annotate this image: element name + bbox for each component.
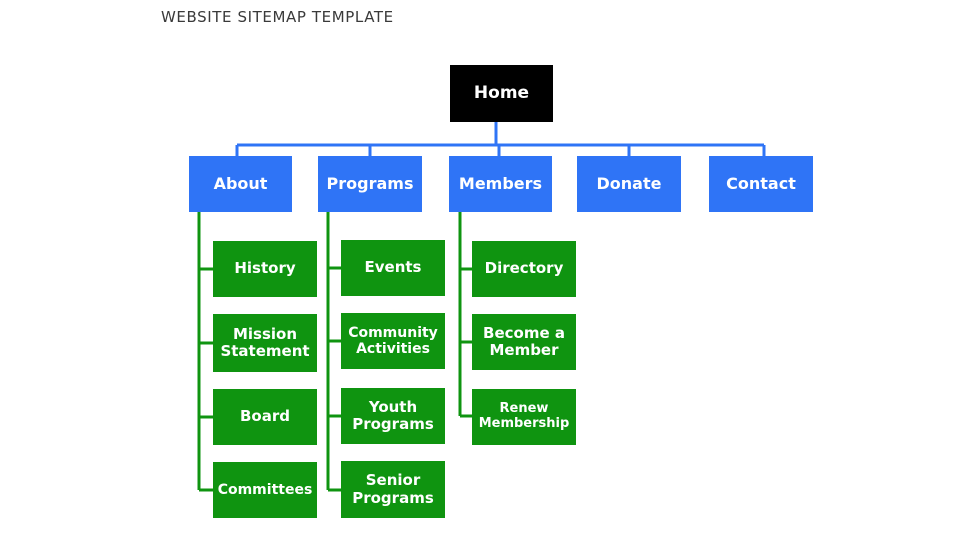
node-contact-label: Contact <box>726 173 796 193</box>
node-renew-membership-label: Renew Membership <box>478 401 570 431</box>
node-history-label: History <box>234 259 296 278</box>
node-board-label: Board <box>240 407 290 426</box>
node-committees-label: Committees <box>217 481 313 498</box>
about-connectors <box>197 212 214 492</box>
node-senior-programs-label: Senior Programs <box>352 471 434 507</box>
node-community-activities[interactable]: Community Activities <box>341 313 445 369</box>
node-become-a-member[interactable]: Become a Member <box>472 314 576 370</box>
node-home[interactable]: Home <box>450 65 553 122</box>
node-donate[interactable]: Donate <box>577 156 681 212</box>
node-about[interactable]: About <box>189 156 292 212</box>
node-about-label: About <box>213 173 268 193</box>
node-youth-programs[interactable]: Youth Programs <box>341 388 445 444</box>
node-mission-statement-label: Mission Statement <box>220 324 310 360</box>
programs-connectors <box>326 212 342 492</box>
node-home-label: Home <box>473 82 530 103</box>
node-members[interactable]: Members <box>449 156 552 212</box>
node-committees[interactable]: Committees <box>213 462 317 518</box>
node-renew-membership[interactable]: Renew Membership <box>472 389 576 445</box>
node-programs[interactable]: Programs <box>318 156 422 212</box>
node-directory-label: Directory <box>484 259 564 278</box>
node-mission-statement[interactable]: Mission Statement <box>213 314 317 372</box>
node-youth-programs-label: Youth Programs <box>352 397 434 433</box>
node-contact[interactable]: Contact <box>709 156 813 212</box>
page-title: WEBSITE SITEMAP TEMPLATE <box>161 8 394 26</box>
members-connectors <box>458 212 473 418</box>
node-board[interactable]: Board <box>213 389 317 445</box>
node-community-activities-label: Community Activities <box>348 324 438 357</box>
node-events-label: Events <box>364 258 422 277</box>
node-become-a-member-label: Become a Member <box>483 323 565 359</box>
node-history[interactable]: History <box>213 241 317 297</box>
node-events[interactable]: Events <box>341 240 445 296</box>
node-members-label: Members <box>458 173 543 193</box>
node-donate-label: Donate <box>596 173 662 193</box>
node-programs-label: Programs <box>326 173 414 193</box>
home-connectors <box>235 122 766 157</box>
node-senior-programs[interactable]: Senior Programs <box>341 461 445 518</box>
node-directory[interactable]: Directory <box>472 241 576 297</box>
